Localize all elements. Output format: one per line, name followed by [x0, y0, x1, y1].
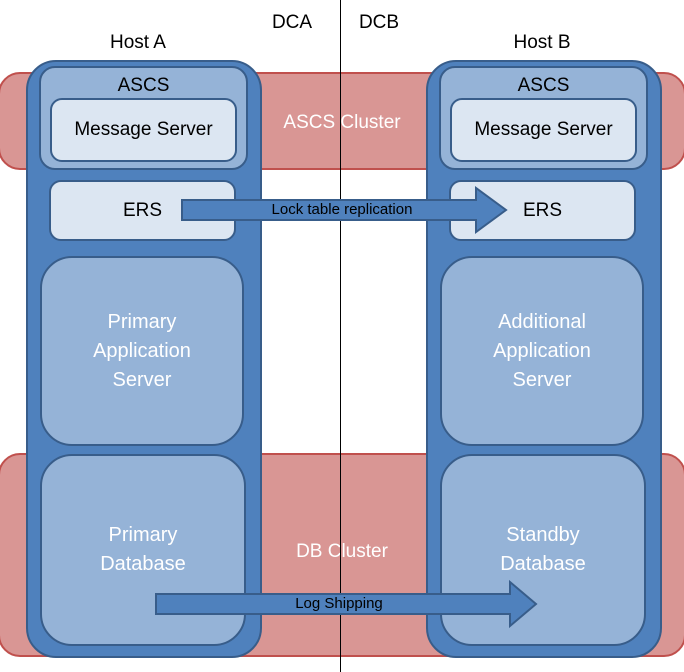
host-b-message-server: Message Server [450, 98, 637, 162]
lock-replication-label: Lock table replication [271, 201, 413, 218]
host-b-app-server: Additional Application Server [440, 256, 644, 446]
log-shipping-label: Log Shipping [295, 595, 383, 612]
lock-replication-arrow [181, 186, 508, 234]
datacenter-a-label: DCA [271, 12, 313, 33]
host-b-label: Host B [513, 32, 571, 53]
log-shipping-arrow [155, 579, 538, 629]
ascs-cluster-label: ASCS Cluster [283, 112, 401, 133]
host-a-database: Primary Database [40, 454, 246, 646]
host-a-app-server: Primary Application Server [40, 256, 244, 446]
datacenter-divider [340, 0, 341, 672]
datacenter-b-label: DCB [358, 12, 400, 33]
host-a-label: Host A [110, 32, 166, 53]
host-a-message-server: Message Server [50, 98, 237, 162]
host-b-ascs-title: ASCS [517, 75, 570, 96]
host-a-ascs-title: ASCS [117, 75, 170, 96]
db-cluster-label: DB Cluster [296, 541, 388, 562]
